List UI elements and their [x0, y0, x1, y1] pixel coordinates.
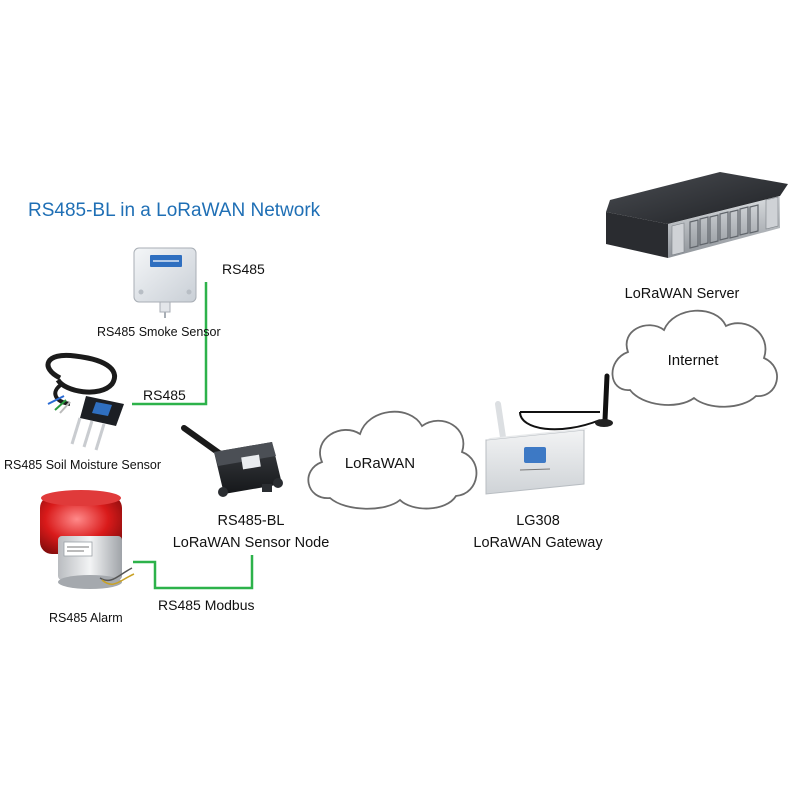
lorawan-cloud-label: LoRaWAN — [345, 455, 415, 472]
node-label-line2: LoRaWAN Sensor Node — [173, 535, 330, 551]
gateway-label-line1: LG308 — [516, 513, 560, 529]
rs485-modbus-link — [133, 555, 254, 590]
rs485-label-top: RS485 — [222, 261, 265, 277]
alarm-label: RS485 Alarm — [49, 611, 123, 625]
smoke-sensor-label: RS485 Smoke Sensor — [97, 325, 221, 339]
lorawan-node-icon — [181, 425, 283, 497]
internet-cloud-label: Internet — [668, 352, 720, 369]
server-rack-icon — [606, 172, 788, 258]
modbus-label: RS485 Modbus — [158, 597, 255, 613]
node-label-line1: RS485-BL — [218, 513, 285, 529]
server-label: LoRaWAN Server — [625, 286, 740, 302]
smoke-sensor-icon — [133, 247, 197, 318]
cloud-icon — [307, 410, 478, 510]
alarm-beacon-icon — [40, 490, 135, 589]
gateway-label-line2: LoRaWAN Gateway — [473, 535, 603, 551]
internet-cloud-icon — [611, 309, 778, 408]
diagram-title: RS485-BL in a LoRaWAN Network — [28, 200, 321, 221]
soil-sensor-label: RS485 Soil Moisture Sensor — [4, 458, 161, 472]
gateway-icon — [485, 373, 613, 495]
soil-moisture-sensor-icon — [45, 352, 124, 451]
rs485-link-smoke-soil — [132, 282, 208, 406]
rs485-label-mid: RS485 — [143, 387, 186, 403]
